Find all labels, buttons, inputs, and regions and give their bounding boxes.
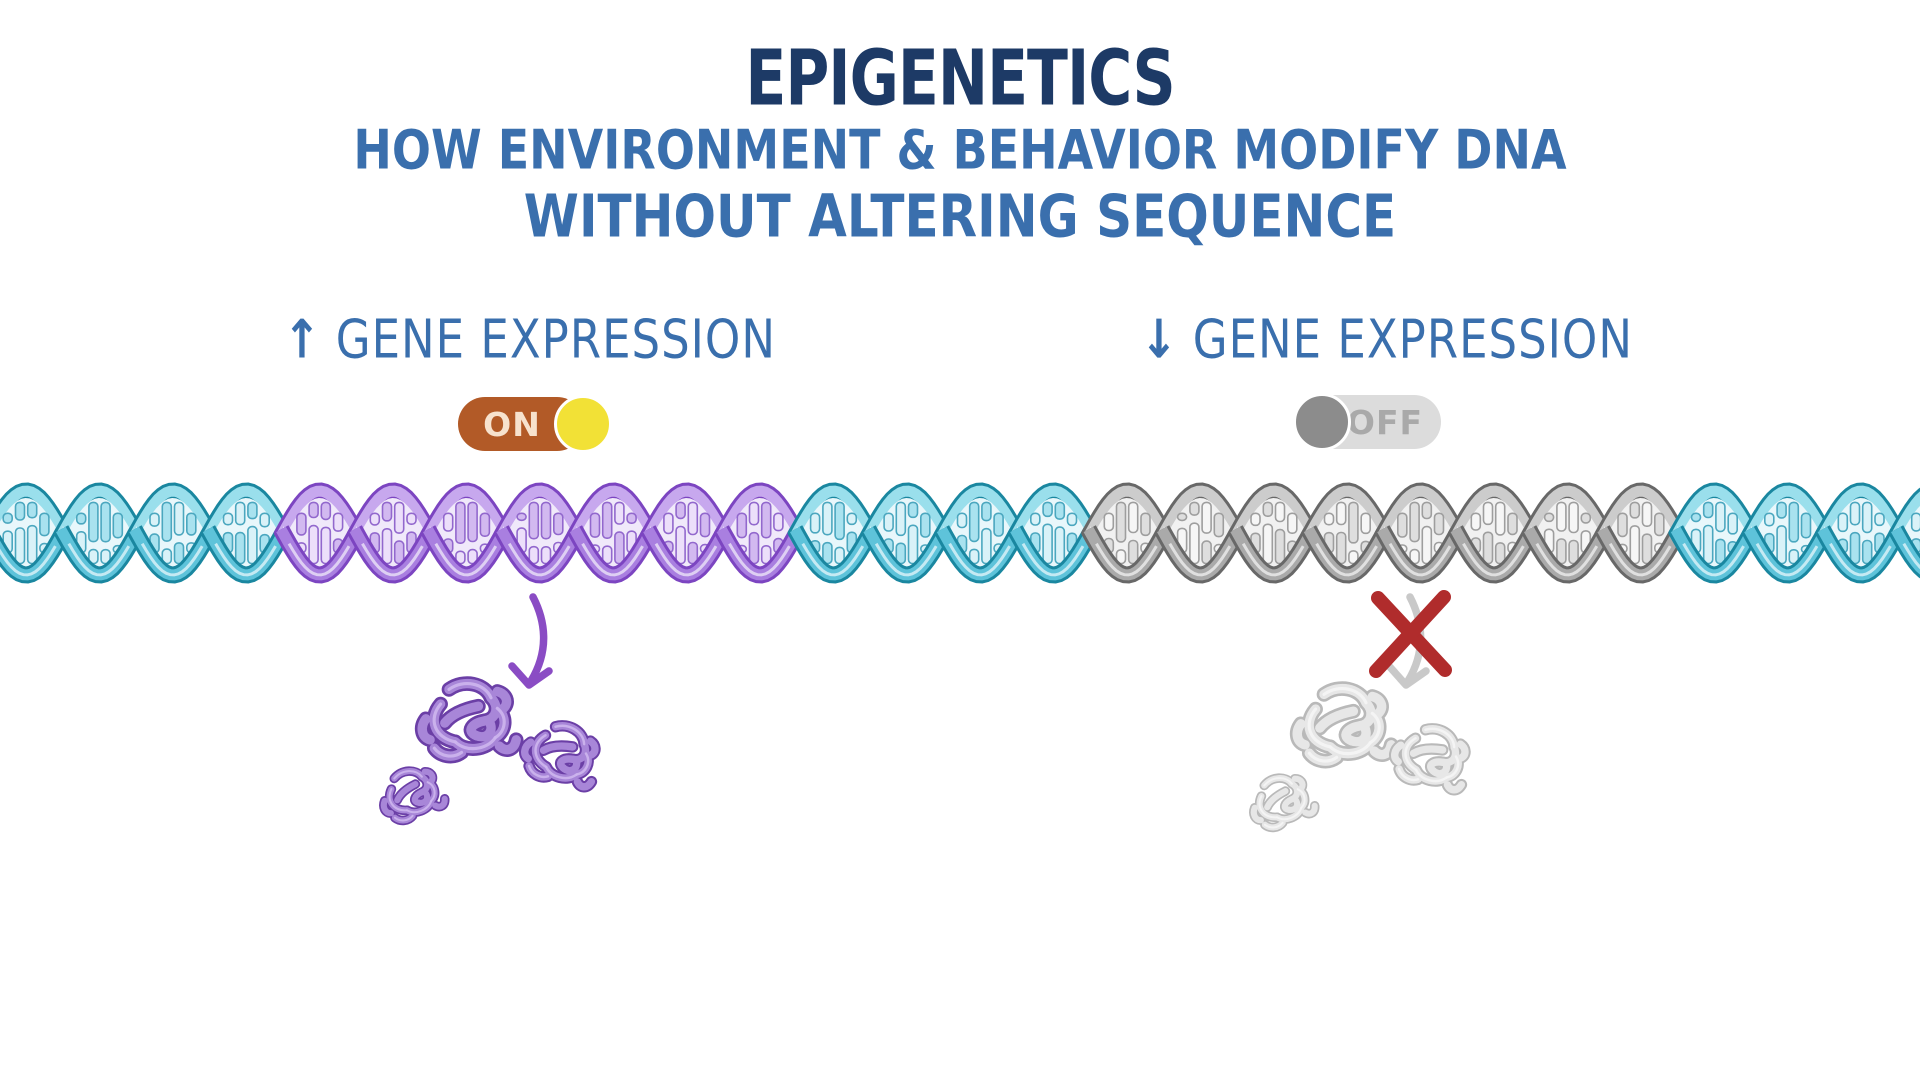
arrowhead (1385, 662, 1430, 689)
page-subtitle-line2: WITHOUT ALTERING SEQUENCE (523, 182, 1397, 251)
down-curved-arrow-icon (527, 593, 548, 685)
gene-expression-text: GENE EXPRESSION (1192, 308, 1633, 371)
gene-expression-text: GENE EXPRESSION (335, 308, 776, 371)
gene-toggle-on[interactable]: ON (458, 395, 612, 453)
expression-arrow-active (508, 593, 553, 689)
gene-expression-label-increased: ↑ GENE EXPRESSION (283, 308, 776, 371)
page-subtitle-line1: HOW ENVIRONMENT & BEHAVIOR MODIFY DNA (353, 118, 1567, 182)
toggle-on-knob[interactable] (554, 395, 612, 453)
down-arrow-icon: ↓ (1140, 308, 1179, 371)
gene-expression-label-decreased: ↓ GENE EXPRESSION (1140, 308, 1633, 371)
up-arrow-icon: ↑ (283, 308, 322, 371)
dna-helix (0, 482, 1920, 584)
gene-toggle-off[interactable]: OFF (1293, 393, 1441, 451)
page-title: EPIGENETICS (745, 34, 1175, 124)
toggle-off-label: OFF (1346, 402, 1424, 442)
toggle-on-label: ON (483, 404, 541, 444)
red-x-icon (1369, 590, 1452, 678)
protein-cluster-active (379, 676, 601, 826)
protein-cluster-inactive (1249, 681, 1471, 833)
arrowhead (508, 662, 553, 689)
toggle-off-knob[interactable] (1293, 393, 1351, 451)
